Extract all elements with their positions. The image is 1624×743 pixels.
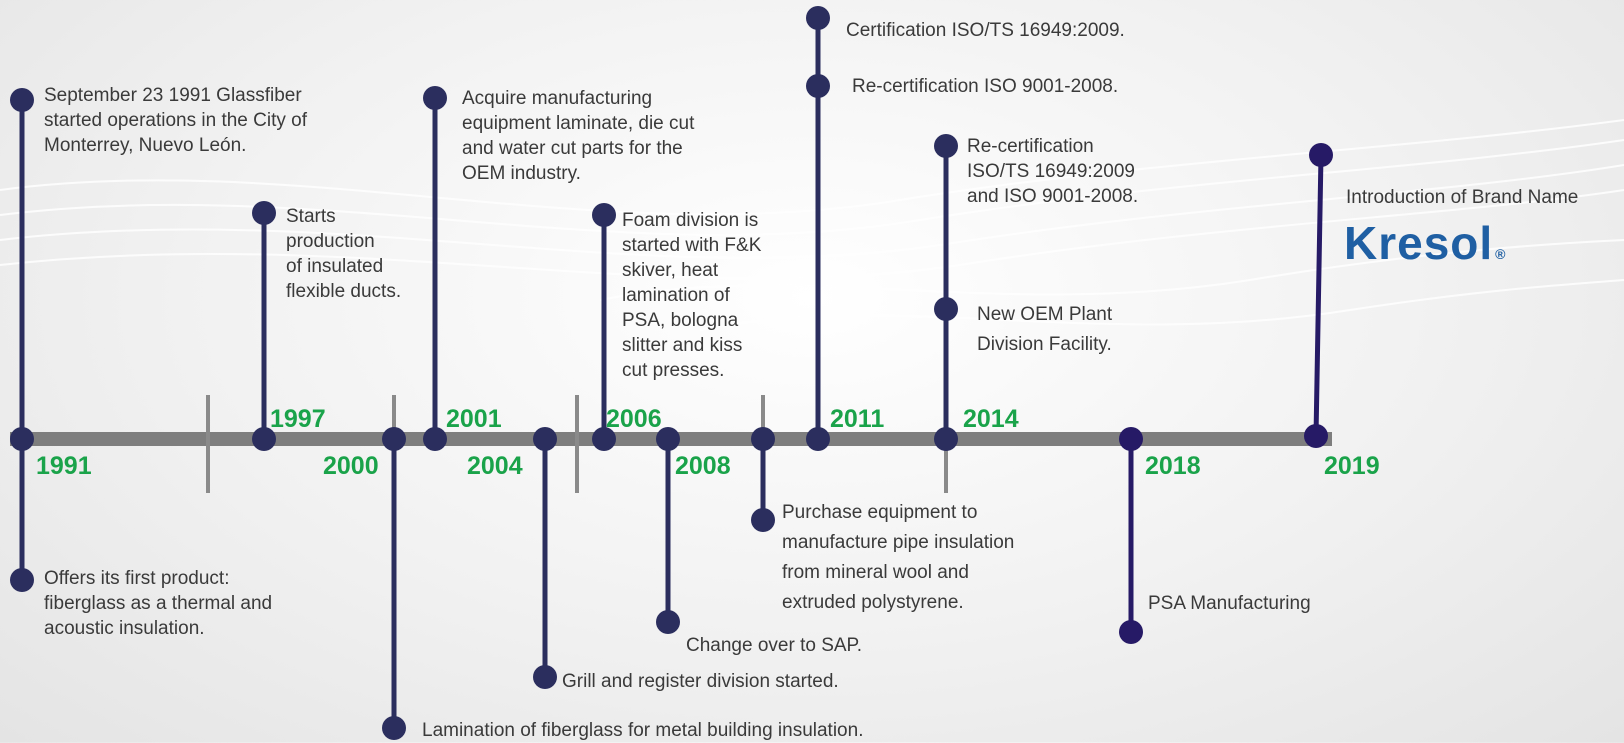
node-2018-bottom: [1119, 620, 1143, 644]
node-1997-axis: [252, 427, 276, 451]
node-2008-axis: [656, 427, 680, 451]
year-label-2004: 2004: [467, 452, 523, 480]
node-1997-top: [252, 201, 276, 225]
year-label-1997: 1997: [270, 405, 326, 433]
node-2018-axis: [1119, 427, 1143, 451]
event-2000: Lamination of fiberglass for metal build…: [422, 720, 864, 741]
node-1991-axis: [10, 427, 34, 451]
year-label-2018: 2018: [1145, 452, 1201, 480]
node-2014-top: [934, 134, 958, 158]
event-1991-bottom: Offers its first product:fiberglass as a…: [44, 568, 273, 639]
node-2001-top: [423, 86, 447, 110]
node-2000-bottom: [382, 716, 406, 740]
year-label-2014: 2014: [963, 405, 1019, 433]
year-label-2008: 2008: [675, 452, 731, 480]
node-2004-bottom: [533, 665, 557, 689]
year-label-2011: 2011: [830, 405, 885, 433]
stem-2019: [1313, 152, 1324, 439]
node-2011-mid: [806, 74, 830, 98]
year-label-2006: 2006: [606, 405, 662, 433]
kresol-logo: Kresol®: [1344, 216, 1507, 270]
node-2010-bottom: [751, 508, 775, 532]
node-2011-axis: [806, 427, 830, 451]
brand-name: Kresol: [1344, 217, 1494, 269]
node-2019-axis: [1304, 424, 1328, 448]
node-2000-axis: [382, 427, 406, 451]
event-2018: PSA Manufacturing: [1148, 593, 1311, 614]
node-2001-axis: [423, 427, 447, 451]
node-2008-bottom: [656, 610, 680, 634]
node-2014-axis: [934, 427, 958, 451]
registered-mark: ®: [1495, 246, 1507, 262]
background-waves: [0, 119, 1624, 331]
year-label-2000: 2000: [323, 452, 379, 480]
year-label-1991: 1991: [36, 452, 92, 480]
node-2011-top: [806, 6, 830, 30]
node-1991-top: [10, 88, 34, 112]
year-label-2019: 2019: [1324, 452, 1380, 480]
event-2011-certification: Certification ISO/TS 16949:2009.: [846, 20, 1125, 41]
event-2008: Change over to SAP.: [686, 635, 863, 656]
node-2010-axis: [751, 427, 775, 451]
node-2006-top: [592, 203, 616, 227]
node-2006-axis: [592, 427, 616, 451]
year-label-2001: 2001: [446, 405, 502, 433]
event-2004: Grill and register division started.: [562, 671, 839, 692]
node-2019-top: [1309, 143, 1333, 167]
node-2004-axis: [533, 427, 557, 451]
node-1991-bottom: [10, 568, 34, 592]
event-2011-recertification: Re-certification ISO 9001-2008.: [852, 76, 1119, 97]
event-2019: Introduction of Brand Name: [1346, 187, 1579, 208]
node-2014-mid: [934, 297, 958, 321]
